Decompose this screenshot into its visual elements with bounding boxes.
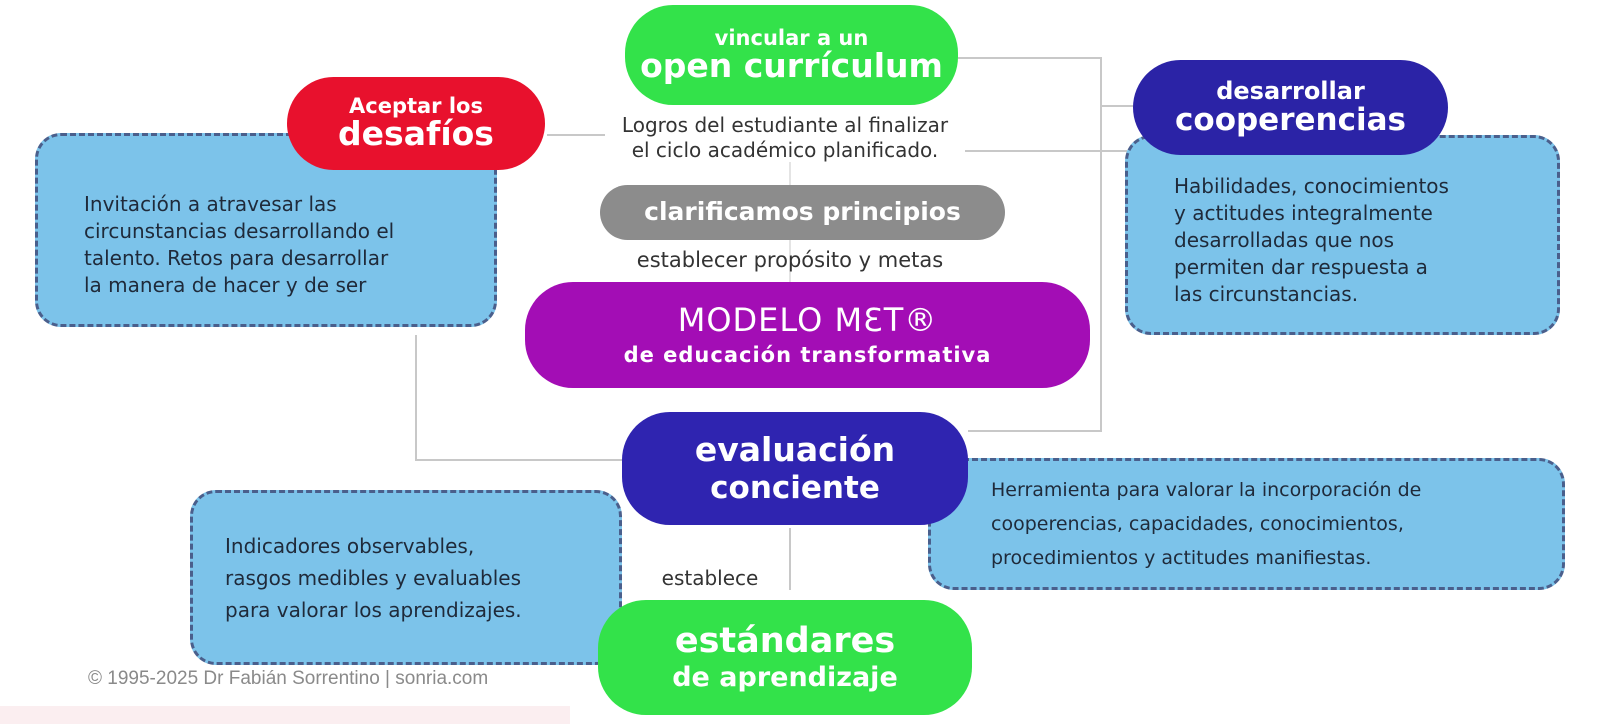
box-line: circunstancias desarrollando el <box>84 219 395 243</box>
desafios-description-box: Invitación a atravesar las circunstancia… <box>35 133 497 327</box>
connector-line <box>1100 57 1102 432</box>
connector-line <box>965 150 1127 152</box>
bottom-strip <box>0 706 570 724</box>
node-line-1: desarrollar <box>1216 76 1365 105</box>
box-line: Invitación a atravesar las <box>84 192 337 216</box>
note-line: el ciclo académico planificado. <box>631 138 939 162</box>
node-line-1: estándares <box>674 620 896 661</box>
node-line-2: conciente <box>710 469 880 506</box>
desafios-node: Aceptar los desafíos <box>287 77 545 170</box>
node-label: clarificamos principios <box>644 197 961 227</box>
connector-line <box>1100 105 1134 107</box>
evaluacion-description-box: Herramienta para valorar la incorporació… <box>928 458 1565 590</box>
box-line: cooperencias, capacidades, conocimientos… <box>991 513 1404 535</box>
box-line: para valorar los aprendizajes. <box>225 597 522 622</box>
box-line: Herramienta para valorar la incorporació… <box>991 479 1422 501</box>
connector-line <box>547 134 605 136</box>
node-line-1: evaluación <box>694 429 896 469</box>
cooperencias-node: desarrollar cooperencias <box>1133 60 1448 155</box>
box-line: y actitudes integralmente <box>1174 200 1433 225</box>
node-line-2: cooperencias <box>1175 101 1406 138</box>
open-curriculum-node: vincular a un open currículum <box>625 5 958 105</box>
box-line: permiten dar respuesta a <box>1174 254 1428 279</box>
connector-line <box>415 459 623 461</box>
connector-line <box>789 528 791 590</box>
node-line-1: Aceptar los <box>349 94 483 119</box>
estandares-node: estándares de aprendizaje <box>598 600 972 715</box>
box-line: la manera de hacer y de ser <box>84 273 367 297</box>
logros-note: Logros del estudiante al finalizar el ci… <box>595 113 975 163</box>
proposito-note: establecer propósito y metas <box>636 248 944 272</box>
connector-line <box>968 430 1102 432</box>
node-line-2: desafíos <box>338 114 494 154</box>
estandares-description-box: Indicadores observables, rasgos medibles… <box>190 490 622 665</box>
modelo-met-node: MODELO MƐT® de educación transformativa <box>525 282 1090 388</box>
box-line: rasgos medibles y evaluables <box>225 565 522 590</box>
evaluacion-node: evaluación conciente <box>622 412 968 525</box>
note-line: Logros del estudiante al finalizar <box>621 113 949 137</box>
box-line: procedimientos y actitudes manifiestas. <box>991 547 1372 569</box>
connector-line <box>958 57 1101 59</box>
cooperencias-description-box: Habilidades, conocimientos y actitudes i… <box>1125 135 1560 335</box>
box-line: Habilidades, conocimientos <box>1174 173 1449 198</box>
node-line-1: vincular a un <box>714 25 869 50</box>
principios-node: clarificamos principios <box>600 185 1005 240</box>
node-line-1: MODELO MƐT® <box>677 301 938 340</box>
node-line-2: de educación transformativa <box>623 342 992 367</box>
connector-line <box>415 335 417 461</box>
box-line: las circunstancias. <box>1174 281 1359 306</box>
box-line: talento. Retos para desarrollar <box>84 246 389 270</box>
box-line: Indicadores observables, <box>225 533 475 558</box>
box-line: desarrolladas que nos <box>1174 227 1395 252</box>
node-line-2: de aprendizaje <box>672 661 898 693</box>
node-line-2: open currículum <box>640 45 943 85</box>
establece-note: establece <box>661 566 759 590</box>
copyright-text: © 1995-2025 Dr Fabián Sorrentino | sonri… <box>88 668 489 689</box>
